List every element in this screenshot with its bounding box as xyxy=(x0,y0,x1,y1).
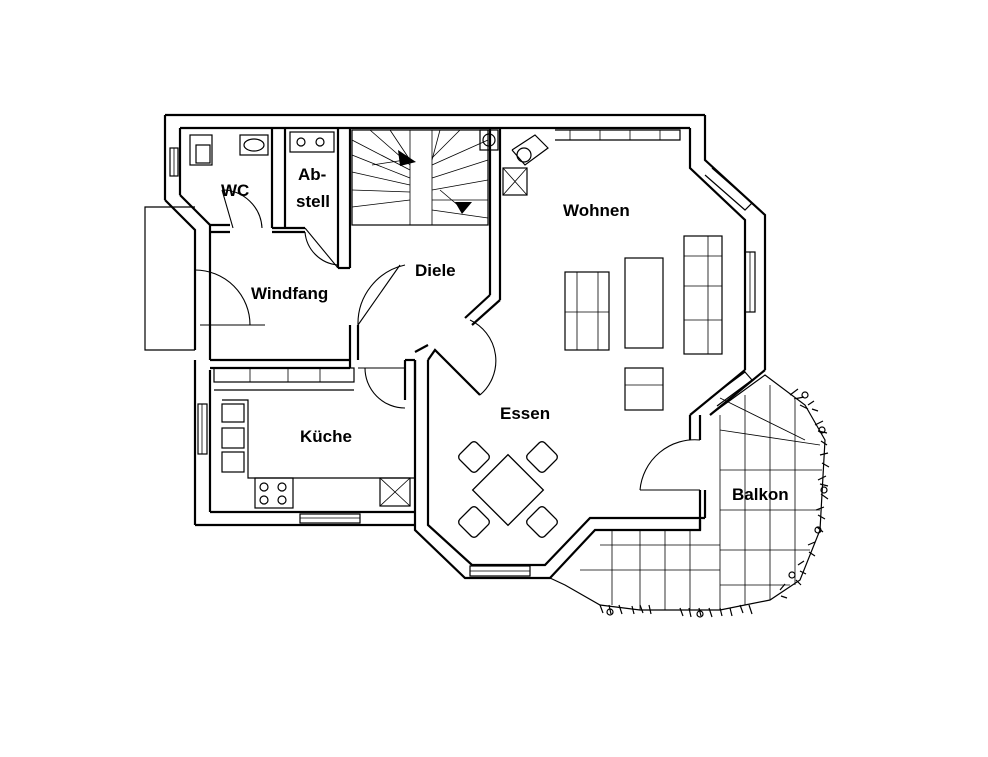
room-label-essen: Essen xyxy=(500,404,550,423)
balcony xyxy=(549,374,826,611)
windows xyxy=(169,129,756,577)
outer-walls xyxy=(163,113,767,580)
room-label-abstell-line2: stell xyxy=(296,192,330,211)
abstell-fixtures xyxy=(289,131,335,153)
kitchen-fixtures xyxy=(213,367,414,509)
room-label-abstell-line1: Ab- xyxy=(298,165,326,184)
entrance-step xyxy=(144,206,195,351)
stair-arrow-up-icon xyxy=(455,202,472,214)
stair-arrow-down-icon xyxy=(398,150,416,166)
room-label-balkon: Balkon xyxy=(732,485,789,504)
room-label-diele: Diele xyxy=(415,261,456,280)
wohnen-furniture xyxy=(479,129,723,411)
wc-fixtures xyxy=(189,134,269,166)
dining-table xyxy=(458,441,558,538)
room-label-kueche: Küche xyxy=(300,427,352,446)
room-label-wc: WC xyxy=(221,181,249,200)
room-label-wohnen: Wohnen xyxy=(563,201,630,220)
inner-walls xyxy=(210,128,707,530)
balcony-plants xyxy=(599,388,830,618)
room-label-windfang: Windfang xyxy=(251,284,328,303)
staircase xyxy=(351,129,489,226)
doors xyxy=(194,189,701,491)
